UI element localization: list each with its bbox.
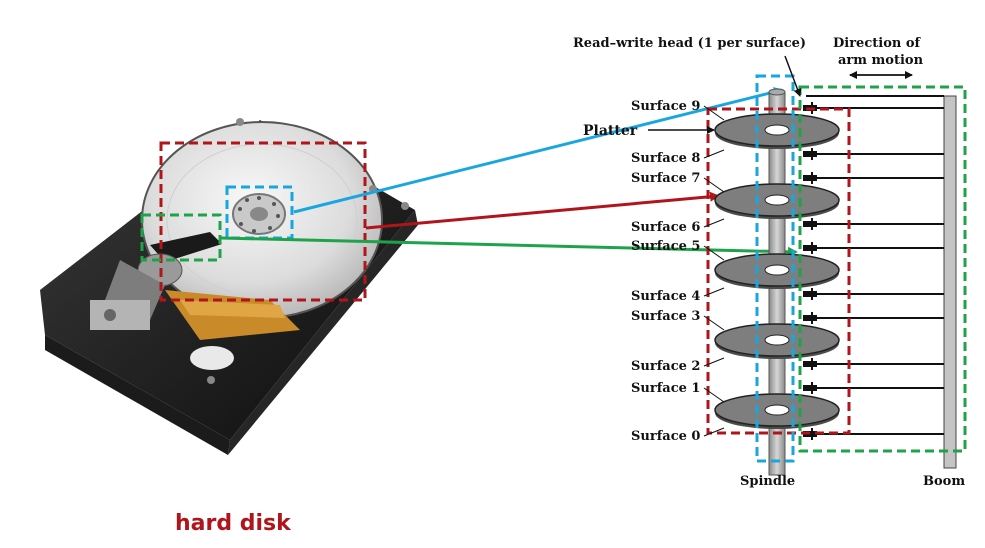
platter-disk — [714, 183, 840, 219]
read-write-head-arm — [803, 218, 944, 230]
platter-disk — [714, 113, 840, 149]
read-write-head-arm — [803, 428, 944, 440]
read-write-head-arm — [803, 382, 944, 394]
surface-leader-line — [703, 177, 725, 193]
boom-label: Boom — [923, 474, 965, 489]
spindle-label: Spindle — [740, 474, 795, 489]
read-write-head-arm — [803, 242, 944, 254]
surface-leader-line — [703, 387, 725, 403]
platter-disk — [714, 323, 840, 359]
surface-label: Surface 2 — [631, 359, 700, 374]
schematic-head-box — [798, 85, 967, 453]
platter-highlight-box — [159, 141, 367, 302]
surface-leader-line — [703, 105, 725, 121]
platter-arrow — [365, 191, 720, 230]
read-write-head-label: Read–write head (1 per surface) — [573, 36, 806, 51]
surface-leader-line — [703, 287, 725, 297]
surface-labels: Surface 9 Surface 8 Surface 7 Surface 6 Surf… — [631, 99, 725, 444]
read-write-head-arm — [803, 312, 944, 324]
surface-leader-line — [703, 218, 725, 228]
schematic: Read–write head (1 per surface) Directio… — [573, 36, 967, 489]
platter-disk — [714, 393, 840, 429]
surface-leader-line — [703, 427, 725, 437]
head-arrow — [220, 236, 798, 257]
hard-disk-caption: hard disk — [175, 511, 291, 536]
spindle-arrow — [293, 87, 784, 214]
read-write-head-arm — [803, 288, 944, 300]
schematic-spindle-box — [755, 74, 795, 463]
platters — [714, 113, 840, 429]
boom — [943, 95, 957, 469]
direction-label-line1: Direction of — [833, 36, 922, 51]
surface-label: Surface 3 — [631, 309, 700, 324]
surface-label: Surface 9 — [631, 99, 700, 114]
surface-label: Surface 1 — [631, 381, 700, 396]
read-write-head-arm — [803, 358, 944, 370]
schematic-platter-box — [706, 107, 851, 435]
surface-label: Surface 5 — [631, 239, 700, 254]
read-write-head-arm — [803, 148, 944, 160]
actuator-arm — [150, 232, 222, 262]
platter-disk — [714, 253, 840, 289]
surface-label: Surface 7 — [631, 171, 700, 186]
platter-label: Platter — [583, 123, 638, 139]
surface-label: Surface 6 — [631, 220, 700, 235]
direction-label-line2: arm motion — [838, 53, 924, 68]
surface-leader-line — [703, 315, 725, 331]
hard-disk-photo — [40, 118, 418, 455]
surface-label: Surface 4 — [631, 289, 700, 304]
read-write-head-arm — [803, 172, 944, 184]
surface-label: Surface 0 — [631, 429, 700, 444]
surface-leader-line — [703, 357, 725, 367]
head-highlight-box — [140, 213, 222, 262]
surface-leader-line — [703, 149, 725, 159]
surface-leader-line — [703, 245, 725, 261]
surface-label: Surface 8 — [631, 151, 700, 166]
